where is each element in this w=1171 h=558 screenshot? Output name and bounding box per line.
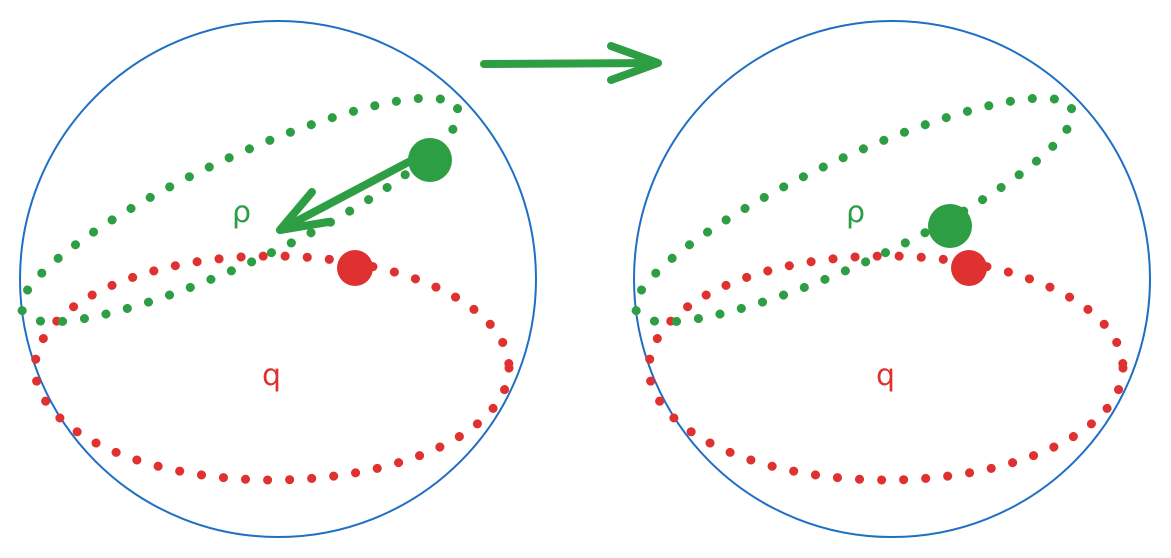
right-rho-label: ρ (846, 195, 865, 230)
left-green-point (408, 138, 452, 182)
left-q-label: q (262, 358, 281, 393)
left-sphere-panel: ρ q (1, 21, 536, 537)
right-q-label: q (876, 358, 895, 393)
right-sphere (615, 21, 1150, 537)
left-move-arrow-icon (276, 153, 422, 234)
right-red-point (951, 250, 987, 286)
left-sphere (1, 21, 536, 537)
right-green-point (928, 204, 972, 248)
transition-arrow-icon (480, 42, 662, 84)
left-rho-label: ρ (232, 195, 251, 230)
left-red-point (337, 250, 373, 286)
right-sphere-panel: ρ q (615, 21, 1150, 537)
